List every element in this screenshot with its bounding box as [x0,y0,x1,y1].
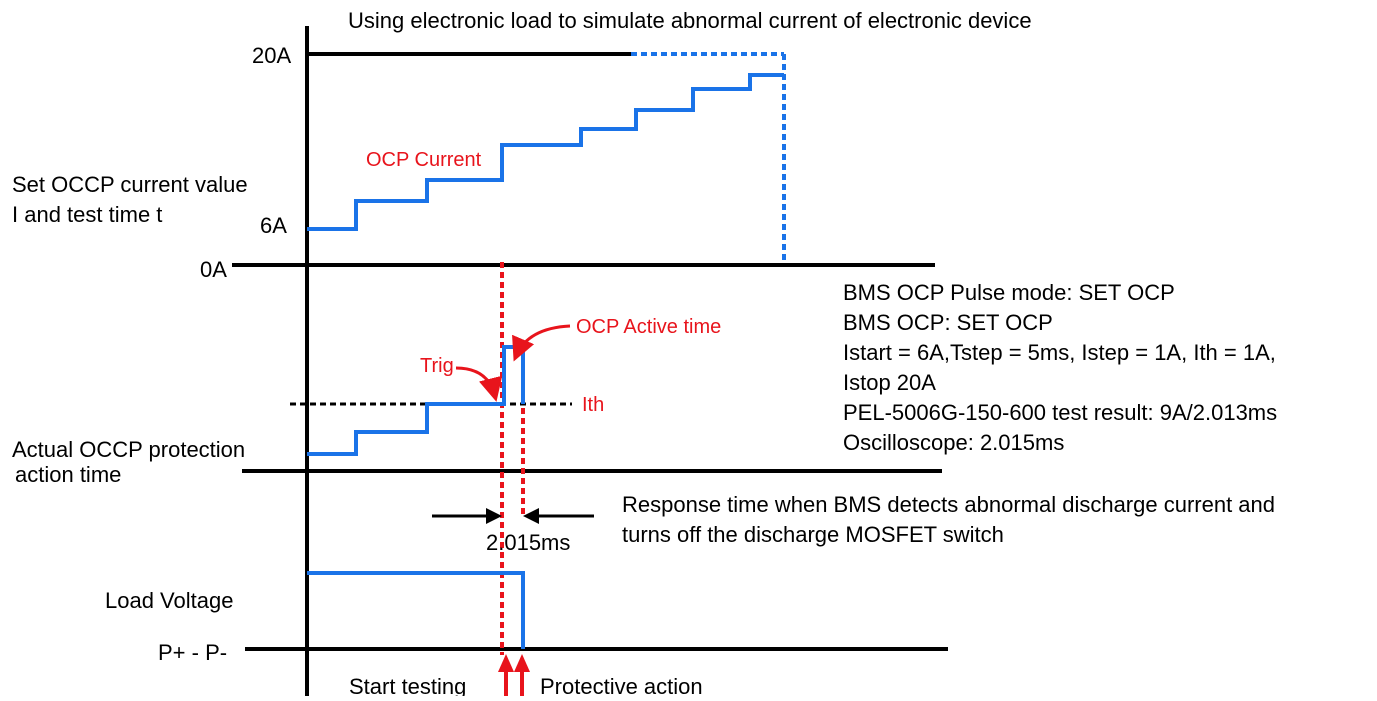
ocp-current-staircase [307,73,784,231]
load-voltage-label: Load Voltage [105,588,233,613]
settings-line: PEL-5006G-150-600 test result: 9A/2.013m… [843,400,1277,425]
settings-line: BMS OCP: SET OCP [843,310,1053,335]
set-occp-label-line2: I and test time t [12,202,162,227]
response-arrow-right-head [523,508,539,524]
trig-arrow [455,366,503,402]
actual-occp-label-line1: Actual OCCP protection [12,437,245,462]
settings-line: Istop 20A [843,370,936,395]
response-description-line1: Response time when BMS detects abnormal … [622,492,1275,517]
settings-block: BMS OCP Pulse mode: SET OCP BMS OCP: SET… [843,280,1277,455]
label-0a: 0A [200,257,227,282]
settings-line: Istart = 6A,Tstep = 5ms, Istep = 1A, Ith… [843,340,1276,365]
set-occp-label-line1: Set OCCP current value [12,172,248,197]
label-20a: 20A [252,43,291,68]
actual-occp-staircase [307,345,525,456]
ocp-active-time-label: OCP Active time [576,316,721,338]
start-testing-label: Start testing [349,674,466,696]
load-voltage-waveform [307,571,525,649]
p-terminals-label: P+ - P- [158,640,227,665]
ocp-current-label: OCP Current [366,149,482,171]
diagram-title: Using electronic load to simulate abnorm… [348,8,1032,33]
ocp-active-time-arrow [512,324,571,362]
response-description-line2: turns off the discharge MOSFET switch [622,522,1004,547]
protective-action-arrow [514,654,530,696]
response-time-value: 2.015ms [486,530,570,555]
settings-line: BMS OCP Pulse mode: SET OCP [843,280,1175,305]
trig-label: Trig [420,355,454,377]
ith-label: Ith [582,394,604,416]
response-arrow-left-head [486,508,502,524]
actual-occp-label-line2: action time [15,462,121,487]
start-testing-arrow [498,654,514,696]
settings-line: Oscilloscope: 2.015ms [843,430,1064,455]
label-6a: 6A [260,213,287,238]
protective-action-label: Protective action [540,674,703,696]
